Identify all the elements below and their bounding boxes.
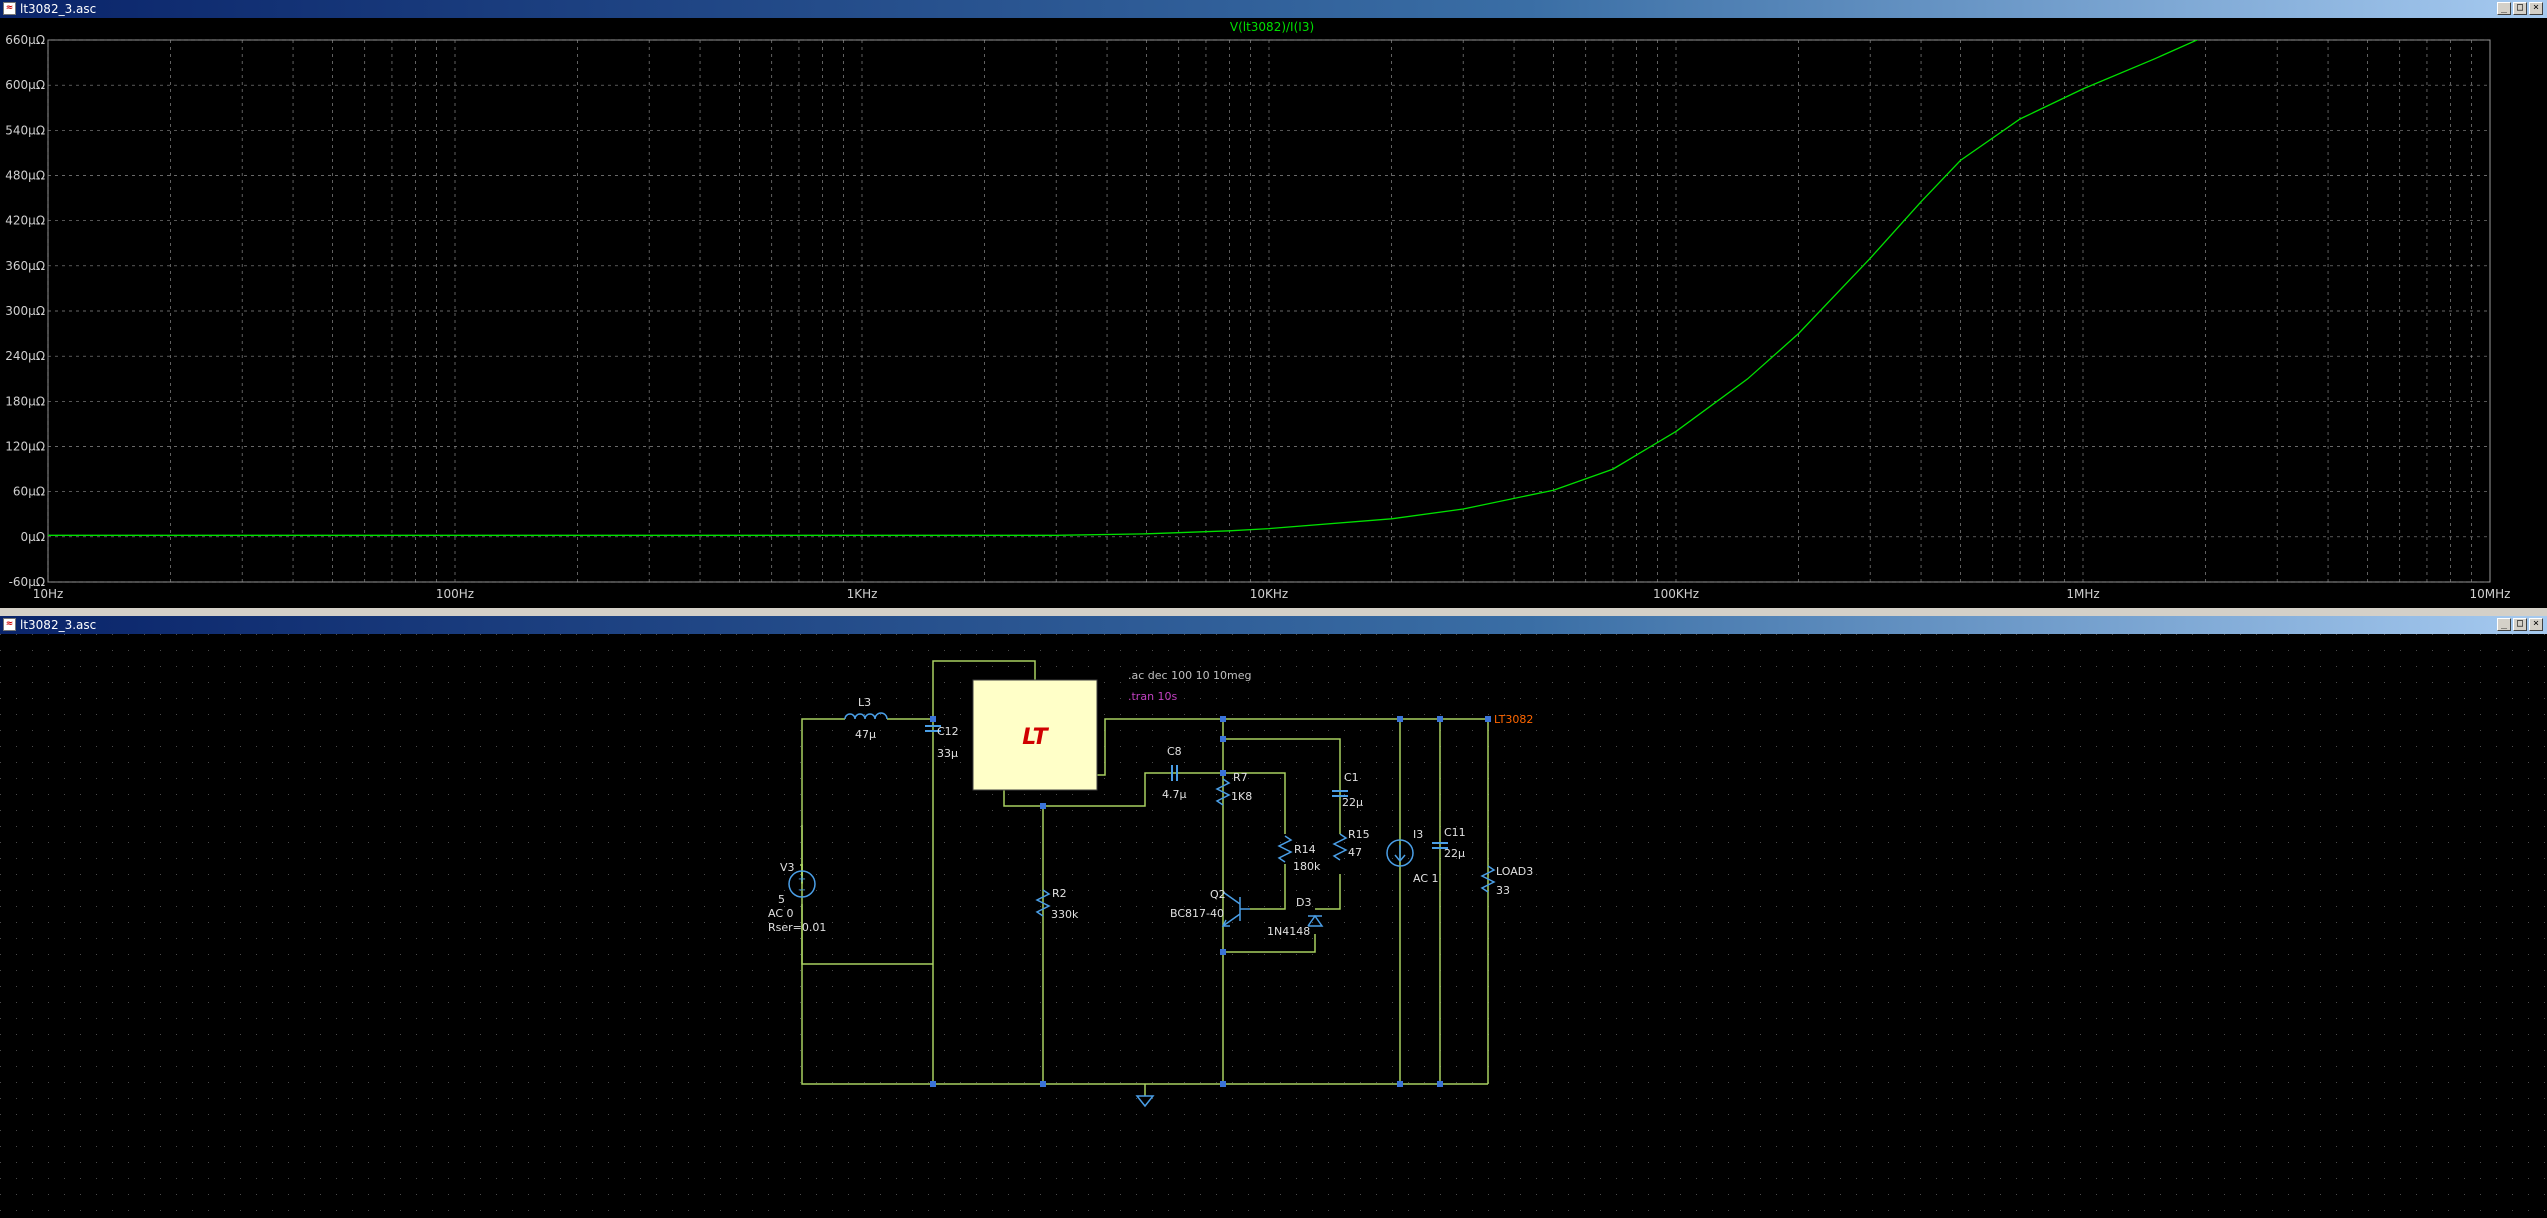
y-tick-label: 240µΩ (5, 349, 45, 363)
net-label-lt3082[interactable]: LT3082 (1494, 713, 1533, 726)
resistor-r15[interactable] (1332, 833, 1348, 861)
y-tick-label: -60µΩ (9, 575, 45, 589)
r7-value: 1K8 (1231, 790, 1252, 803)
maximize-button[interactable]: □ (2513, 618, 2527, 631)
trace-group (48, 40, 2199, 536)
v3-rser: Rser=0.01 (768, 921, 826, 934)
lt-logo: LT (1022, 725, 1049, 750)
junctions (930, 716, 1491, 1087)
x-tick-label: 10MHz (2470, 587, 2511, 601)
c11-value: 22µ (1444, 847, 1465, 860)
x-tick-label: 1MHz (2066, 587, 2099, 601)
q2-name: Q2 (1210, 888, 1226, 901)
svg-text:+: + (798, 874, 806, 885)
l3-value: 47µ (855, 728, 876, 741)
plot-window-titlebar[interactable]: ≈ lt3082_3.asc _ □ × (0, 0, 2547, 18)
v3-value: 5 (778, 893, 785, 906)
resistor-r2[interactable] (1035, 889, 1051, 917)
x-tick-label: 100Hz (436, 587, 474, 601)
y-tick-label: 600µΩ (5, 78, 45, 92)
close-button[interactable]: × (2529, 618, 2543, 631)
v3-ac: AC 0 (768, 907, 794, 920)
grid-dots (0, 634, 2547, 1218)
r15-value: 47 (1348, 846, 1362, 859)
window-divider[interactable] (0, 608, 2547, 616)
x-tick-label: 10Hz (33, 587, 64, 601)
capacitor-c1[interactable] (1332, 790, 1348, 797)
y-tick-label: 300µΩ (5, 304, 45, 318)
svg-text:−: − (798, 885, 806, 896)
maximize-button[interactable]: □ (2513, 2, 2527, 15)
r2-value: 330k (1051, 908, 1079, 921)
ltspice-app-icon: ≈ (3, 2, 16, 15)
r14-name: R14 (1294, 843, 1316, 856)
r2-name: R2 (1052, 887, 1067, 900)
trace-label[interactable]: V(lt3082)/I(I3) (1230, 20, 1314, 34)
c12-value: 33µ (937, 747, 958, 760)
capacitor-c8[interactable] (1171, 765, 1178, 781)
i3-name: I3 (1413, 828, 1423, 841)
inductor-l3[interactable] (844, 712, 888, 720)
r7-name: R7 (1233, 771, 1248, 784)
y-tick-label: 480µΩ (5, 169, 45, 183)
minimize-button[interactable]: _ (2497, 618, 2511, 631)
x-axis-ticks: 10Hz 100Hz 1KHz 10KHz 100KHz 1MHz 10MHz (33, 587, 2511, 601)
y-tick-label: 180µΩ (5, 394, 45, 408)
c1-value: 22µ (1342, 796, 1363, 809)
voltage-source-v3[interactable]: + − (788, 870, 816, 898)
y-tick-label: 660µΩ (5, 33, 45, 47)
schematic-circuit[interactable]: LT L3 47µ C12 33µ + − V3 5 AC 0 Rser=0.0… (0, 634, 2547, 1218)
lt3082-ic[interactable]: LT (972, 679, 1098, 791)
y-tick-label: 420µΩ (5, 214, 45, 228)
l3-name: L3 (858, 696, 871, 709)
d3-name: D3 (1296, 896, 1311, 909)
waveform-plot[interactable]: V(lt3082)/I(I3) 660µΩ 600µΩ 540µΩ 480µΩ 420µ… (0, 18, 2547, 608)
y-tick-label: 120µΩ (5, 440, 45, 454)
c8-name: C8 (1167, 745, 1182, 758)
capacitor-c12[interactable] (925, 725, 941, 732)
v3-name: V3 (780, 861, 795, 874)
x-tick-label: 100KHz (1653, 587, 1699, 601)
schematic-window-titlebar[interactable]: ≈ lt3082_3.asc _ □ × (0, 616, 2547, 634)
plot-grid (47, 39, 2491, 583)
y-tick-label: 0µΩ (21, 530, 45, 544)
r14-value: 180k (1293, 860, 1321, 873)
resistor-r14[interactable] (1277, 835, 1293, 863)
ltspice-app-icon: ≈ (3, 618, 16, 631)
plot-window: ≈ lt3082_3.asc _ □ × V(lt3082)/I(I3) 660… (0, 0, 2547, 608)
i3-value: AC 1 (1413, 872, 1439, 885)
schematic-window-title: lt3082_3.asc (20, 618, 97, 632)
resistor-r7[interactable] (1215, 778, 1231, 806)
tran-directive[interactable]: .tran 10s (1128, 690, 1178, 703)
circuit-wires-main (801, 660, 1489, 1096)
minimize-button[interactable]: _ (2497, 2, 2511, 15)
schematic-window: ≈ lt3082_3.asc _ □ × .ac dec 100 10 10me… (0, 616, 2547, 1218)
resistor-load3[interactable] (1480, 865, 1496, 893)
c8-value: 4.7µ (1162, 788, 1187, 801)
load3-name: LOAD3 (1496, 865, 1533, 878)
current-source-i3[interactable] (1386, 839, 1414, 867)
y-tick-label: 360µΩ (5, 259, 45, 273)
load3-value: 33 (1496, 884, 1510, 897)
y-tick-label: 540µΩ (5, 123, 45, 137)
transistor-q2[interactable] (1221, 891, 1250, 927)
x-tick-label: 10KHz (1250, 587, 1288, 601)
q2-value: BC817-40 (1170, 907, 1224, 920)
c12-name: C12 (937, 725, 959, 738)
y-axis-ticks: 660µΩ 600µΩ 540µΩ 480µΩ 420µΩ 360µΩ 300µΩ 240µΩ… (5, 33, 45, 589)
schematic-canvas[interactable]: .ac dec 100 10 10meg .tran 10s (0, 634, 2547, 1218)
y-tick-label: 60µΩ (13, 485, 45, 499)
r15-name: R15 (1348, 828, 1370, 841)
close-button[interactable]: × (2529, 2, 2543, 15)
x-tick-label: 1KHz (847, 587, 878, 601)
diode-d3[interactable] (1307, 914, 1324, 927)
c11-name: C11 (1444, 826, 1466, 839)
d3-value: 1N4148 (1267, 925, 1310, 938)
plot-window-title: lt3082_3.asc (20, 2, 97, 16)
c1-name: C1 (1344, 771, 1359, 784)
series-line (48, 40, 2199, 536)
ground-symbol[interactable] (1135, 1095, 1155, 1108)
capacitor-c11[interactable] (1432, 842, 1448, 849)
ac-directive[interactable]: .ac dec 100 10 10meg (1128, 669, 1252, 682)
